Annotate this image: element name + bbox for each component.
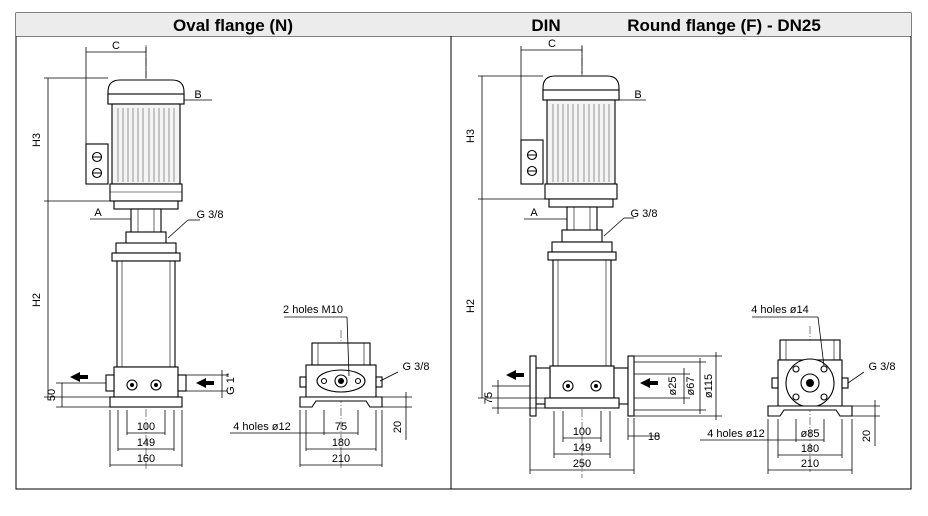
oval-dim-b: B xyxy=(194,89,201,101)
din-dimensions: C B H3 H2 75 A G 3/8 ø25 ø67 ø115 1 xyxy=(465,38,722,474)
panel-title-round: Round flange (F) - DN25 xyxy=(627,16,821,35)
oval-dimensions: C B H3 H2 50 A G 3/8 G 1" xyxy=(31,40,237,467)
oval-dim-g1: G 1" xyxy=(225,373,237,395)
din-dim-25: ø25 xyxy=(667,377,679,396)
oval-label-holes-m10: 2 holes M10 xyxy=(283,304,343,316)
oval-dim-a: A xyxy=(94,207,102,219)
oval-dim-210: 210 xyxy=(332,453,350,465)
panel-title-din: DIN xyxy=(531,16,560,35)
din-dim-149: 149 xyxy=(573,442,591,454)
din-dim-18: 18 xyxy=(648,431,660,443)
oval-dim-h3: H3 xyxy=(31,133,43,147)
oval-label-g38-side: G 3/8 xyxy=(403,361,430,373)
oval-dim-g38: G 3/8 xyxy=(197,209,224,221)
din-dim-210: 210 xyxy=(801,458,819,470)
din-dim-h2: H2 xyxy=(465,299,477,313)
din-dim-180: 180 xyxy=(801,443,819,455)
din-label-holes-12: 4 holes ø12 xyxy=(707,428,764,440)
din-dim-c: C xyxy=(548,38,556,50)
oval-dim-h2: H2 xyxy=(31,293,43,307)
din-dim-20: 20 xyxy=(861,430,873,442)
oval-dim-75: 75 xyxy=(335,421,347,433)
din-dim-b: B xyxy=(634,89,641,101)
panel-title-oval: Oval flange (N) xyxy=(173,16,293,35)
oval-side-dimensions: 2 holes M10 G 3/8 4 holes ø12 75 180 210… xyxy=(230,304,429,467)
oval-dim-149: 149 xyxy=(137,437,155,449)
din-dim-75: 75 xyxy=(483,392,495,404)
oval-pump-front-view xyxy=(70,45,214,470)
oval-label-holes-12: 4 holes ø12 xyxy=(233,421,290,433)
oval-dim-100: 100 xyxy=(137,421,155,433)
din-dim-a: A xyxy=(530,207,538,219)
din-dim-67: ø67 xyxy=(685,377,697,396)
din-dim-g38: G 3/8 xyxy=(631,208,658,220)
din-dim-250: 250 xyxy=(573,458,591,470)
din-label-holes-14: 4 holes ø14 xyxy=(751,304,808,316)
din-pump-side-view xyxy=(767,326,853,472)
oval-pump-side-view xyxy=(299,330,383,470)
oval-dim-180: 180 xyxy=(332,437,350,449)
din-label-g38-side: G 3/8 xyxy=(869,361,896,373)
din-dim-h3: H3 xyxy=(465,129,477,143)
din-dim-85: ø85 xyxy=(801,428,820,440)
oval-dim-20: 20 xyxy=(392,421,404,433)
oval-dim-c: C xyxy=(112,40,120,52)
din-pump-front-view xyxy=(506,45,658,478)
din-dim-115: ø115 xyxy=(703,374,715,398)
din-dim-100: 100 xyxy=(573,426,591,438)
din-side-dimensions: 4 holes ø14 G 3/8 4 holes ø12 ø85 180 21… xyxy=(700,304,895,474)
oval-dim-160: 160 xyxy=(137,453,155,465)
oval-dim-50: 50 xyxy=(46,389,58,401)
